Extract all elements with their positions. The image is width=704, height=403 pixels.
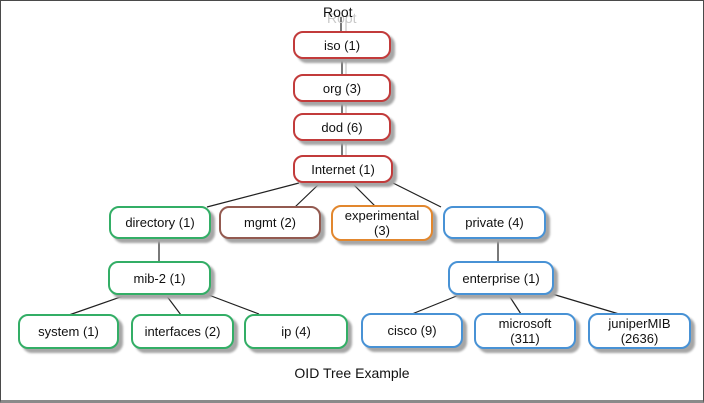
node-system: system (1) — [18, 314, 119, 349]
connector-mib2-ip — [205, 293, 260, 315]
connector-internet-directory — [206, 182, 300, 208]
node-internet: Internet (1) — [293, 155, 393, 183]
connector-enterprise-junipermib — [548, 292, 620, 315]
node-private: private (4) — [443, 206, 546, 239]
node-experimental: experimental (3) — [331, 205, 433, 241]
node-iso: iso (1) — [293, 31, 391, 59]
node-org: org (3) — [293, 74, 391, 102]
node-mib2: mib-2 (1) — [108, 261, 211, 295]
connector-internet-private — [392, 182, 442, 208]
node-junipermib: juniperMIB (2636) — [588, 313, 691, 349]
connector-mib2-interfaces — [165, 294, 182, 316]
connector-enterprise-microsoft — [507, 293, 522, 315]
node-mgmt: mgmt (2) — [219, 206, 321, 239]
connector-mib2-system — [68, 293, 130, 316]
node-ip: ip (4) — [244, 314, 348, 349]
diagram-caption: OID Tree Example — [294, 365, 410, 381]
node-microsoft: microsoft (311) — [474, 313, 576, 349]
node-directory: directory (1) — [109, 206, 211, 239]
node-dod: dod (6) — [293, 113, 391, 141]
node-interfaces: interfaces (2) — [131, 314, 234, 349]
node-cisco: cisco (9) — [361, 313, 463, 348]
root-label: Root — [323, 4, 353, 20]
connector-internet-mgmt — [294, 183, 320, 208]
connectors — [68, 17, 620, 316]
connector-internet-experimental — [352, 183, 376, 207]
node-enterprise: enterprise (1) — [448, 261, 554, 295]
connector-enterprise-cisco — [411, 292, 465, 315]
